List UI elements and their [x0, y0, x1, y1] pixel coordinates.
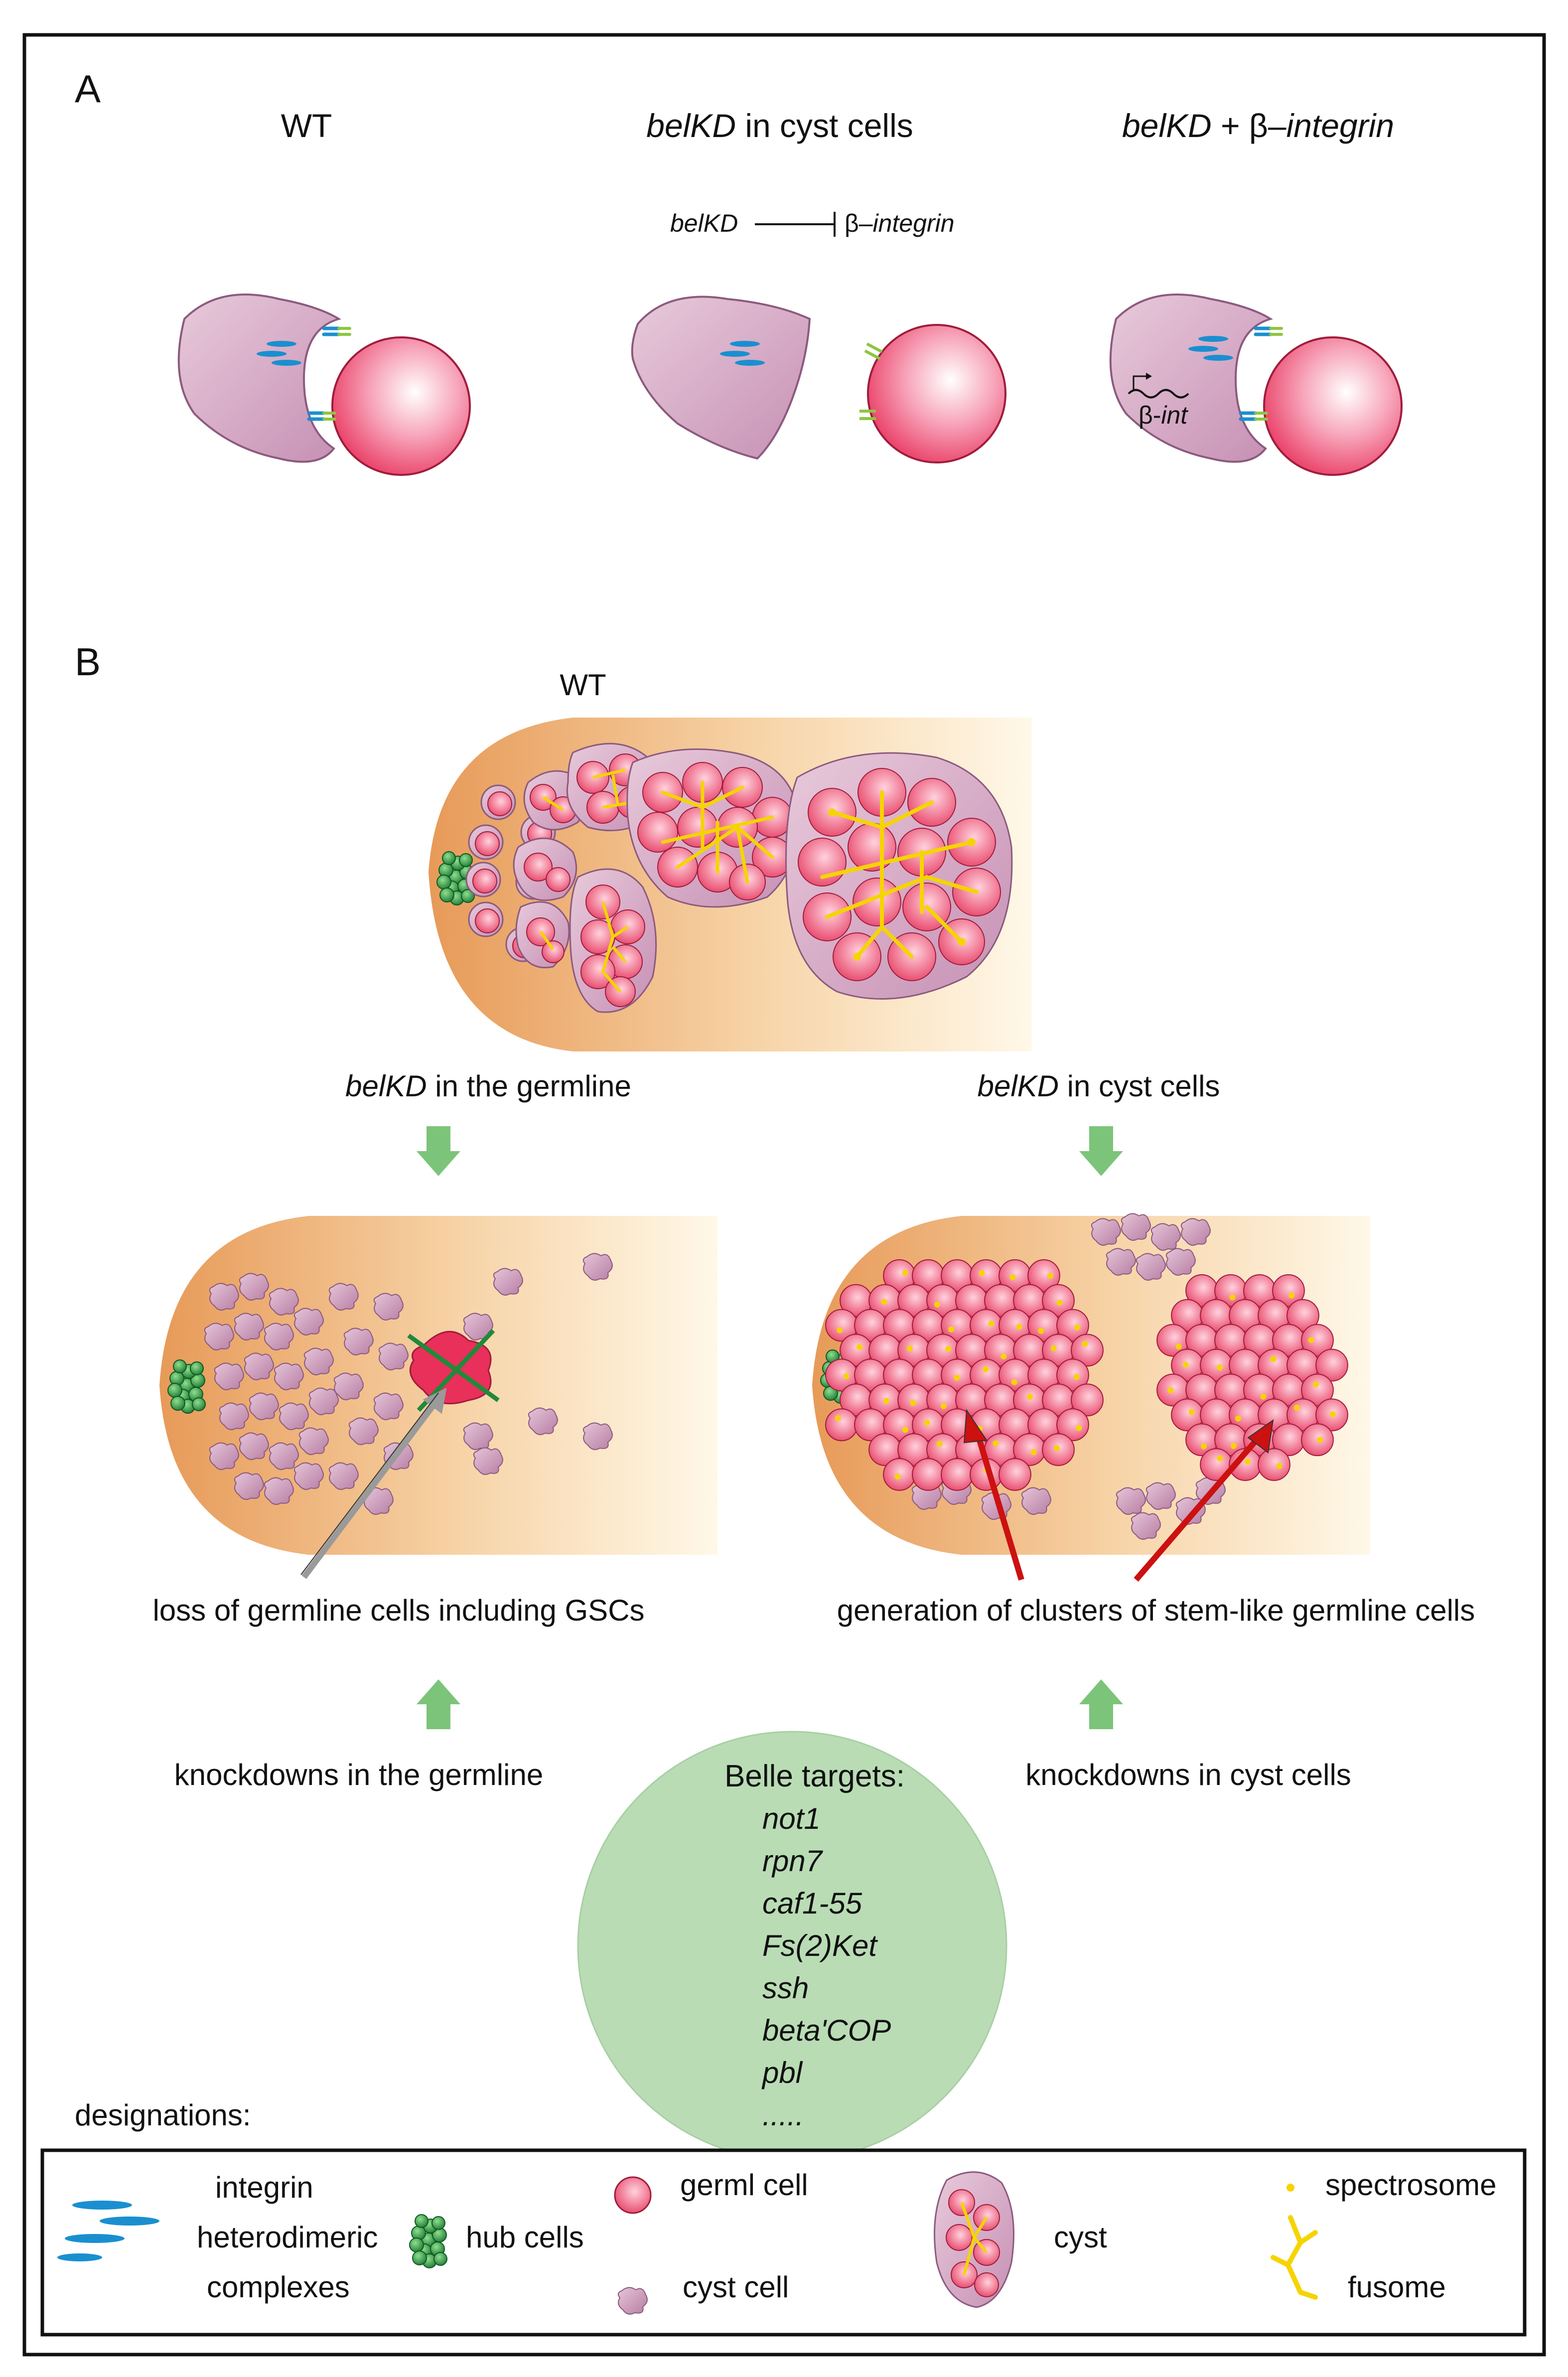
legend-cyst-cell-icon	[617, 2287, 648, 2315]
transgene-icon	[1128, 373, 1189, 399]
panel-a-rescue-illustration: β-int	[1109, 294, 1403, 476]
legend-hub-label: hub cells	[466, 2221, 584, 2254]
left-condition-title: belKD in the germline	[345, 1069, 631, 1103]
legend-integrin-icon	[72, 2201, 132, 2210]
panel-a-belkd-cyst-cell	[631, 296, 811, 460]
legend-integrin-line2: heterodimeric	[197, 2221, 378, 2254]
right-condition-italic: belKD	[978, 1069, 1059, 1103]
belle-target-item: caf1-55	[762, 1887, 862, 1920]
panel-b-letter: B	[75, 640, 101, 684]
panel-a-col3-title-italic2: integrin	[1286, 107, 1394, 144]
panel-a-col2-title: belKD in cyst cells	[646, 107, 913, 144]
panel-a-rescue-integrin-top	[1256, 328, 1282, 334]
belle-targets-title: Belle targets:	[724, 1759, 905, 1793]
legend-spectrosome-label: spectrosome	[1325, 2168, 1496, 2202]
panel-a-rescue-germ-cell	[1263, 336, 1403, 476]
panel-a-wt-germ-cell	[331, 336, 471, 476]
left-condition-italic: belKD	[345, 1069, 427, 1103]
left-outcome-caption: loss of germline cells including GSCs	[152, 1594, 644, 1627]
inhibition-right-beta: β–	[845, 209, 873, 237]
wt-early-germ-cells	[465, 784, 556, 962]
panel-a-letter: A	[75, 67, 101, 111]
panel-a-col3-title-italic: belKD	[1122, 107, 1212, 144]
panel-a-rescue-cyst-cell	[1109, 294, 1273, 463]
cyst-kd-left-germ-cluster	[825, 1259, 1104, 1491]
legend-fusome-label: fusome	[1348, 2270, 1446, 2304]
legend-cyst-label: cyst	[1054, 2221, 1107, 2254]
cyst-kd-testis	[812, 1213, 1370, 1555]
inhibition-right: β–integrin	[845, 209, 955, 237]
legend-spectrosome-icon	[1286, 2184, 1294, 2192]
left-knockdown-label: knockdowns in the germline	[174, 1758, 543, 1791]
right-condition-rest: in cyst cells	[1059, 1069, 1220, 1103]
legend-integrin-line1: integrin	[215, 2171, 313, 2204]
germline-kd-hub-cells	[167, 1359, 206, 1414]
red-arrow-right	[1134, 1419, 1274, 1582]
inhibition-label: belKD β–integrin	[670, 209, 955, 237]
legend-hub-icon	[409, 2214, 447, 2268]
left-condition-rest: in the germline	[427, 1069, 631, 1103]
wt-32cell-cyst	[785, 752, 1013, 1000]
legend-cyst: cyst	[934, 2171, 1107, 2308]
left-up-arrow	[417, 1679, 460, 1729]
legend-germ-cell: germl cell	[614, 2168, 808, 2214]
red-arrow-left	[963, 1409, 1024, 1581]
inhibition-left: belKD	[670, 209, 738, 237]
panel-a-belkd-illustration	[631, 296, 1006, 463]
panel-a-col2-title-rest: in cyst cells	[736, 107, 913, 144]
panel-a-belkd-integrin-bottom	[859, 410, 876, 420]
legend-hub: hub cells	[409, 2214, 584, 2268]
wt-testis	[428, 718, 1031, 1051]
inhibition-right-italic: integrin	[873, 209, 955, 237]
right-outcome-caption: generation of clusters of stem-like germ…	[837, 1594, 1475, 1627]
panel-b-wt-title: WT	[560, 668, 606, 702]
panel-a-belkd-integrin-top	[864, 342, 883, 360]
right-condition-title: belKD in cyst cells	[978, 1069, 1220, 1103]
belle-target-item: ssh	[762, 1971, 809, 2005]
figure-border	[22, 33, 1546, 2357]
gray-arrow-outline	[300, 1392, 439, 1575]
legend-integrin-line3: complexes	[207, 2270, 350, 2304]
legend-heading: designations:	[75, 2098, 251, 2132]
germline-kd-testis	[159, 1216, 717, 1555]
panel-a-col2-title-italic: belKD	[646, 107, 736, 144]
gray-arrow	[301, 1387, 447, 1579]
belle-target-item: rpn7	[762, 1844, 824, 1878]
panel-a-wt-title: WT	[281, 107, 332, 144]
right-up-arrow	[1079, 1679, 1123, 1729]
panel-a-wt-integrin-top	[324, 328, 350, 334]
panel-a-belkd-germ-cell	[867, 324, 1006, 463]
transgene-italic: int	[1161, 401, 1188, 429]
legend-box	[40, 2148, 1527, 2337]
belle-target-item: .....	[762, 2098, 804, 2132]
legend-cyst-cell: cyst cell	[617, 2270, 789, 2315]
cyst-kd-right-germ-cluster	[1156, 1274, 1348, 1481]
legend-spectrosome: spectrosome	[1286, 2168, 1496, 2202]
panel-a-wt-cyst-cell	[177, 294, 341, 463]
belle-target-item: pbl	[761, 2056, 803, 2089]
legend-fusome: fusome	[1271, 2215, 1446, 2304]
right-down-arrow	[1079, 1126, 1123, 1176]
right-knockdown-label: knockdowns in cyst cells	[1025, 1758, 1351, 1791]
belle-target-item: Fs(2)Ket	[762, 1929, 878, 1962]
left-down-arrow	[417, 1126, 460, 1176]
wt-8cell-cyst	[569, 868, 657, 1013]
legend-fusome-icon	[1271, 2215, 1318, 2300]
panel-a-wt-illustration	[177, 294, 471, 476]
panel-a-col3-title-plus: + β–	[1212, 107, 1286, 144]
legend-germ-cell-label: germl cell	[680, 2168, 808, 2202]
legend-integrin: integrin heterodimeric complexes	[57, 2171, 378, 2304]
wt-16cell-cyst	[626, 748, 799, 908]
legend-cyst-cell-label: cyst cell	[683, 2270, 789, 2304]
belle-target-item: not1	[762, 1802, 821, 1835]
belle-target-item: beta'COP	[762, 2014, 891, 2047]
transgene-label: β-int	[1139, 401, 1188, 429]
panel-a-col3-title: belKD + β–integrin	[1122, 107, 1394, 144]
panel-a-rescue-integrin-bottom	[1241, 413, 1267, 419]
transgene-beta: β-	[1139, 401, 1161, 429]
panel-a-wt-integrin-bottom	[309, 413, 335, 419]
legend-germ-cell-icon	[614, 2176, 652, 2214]
